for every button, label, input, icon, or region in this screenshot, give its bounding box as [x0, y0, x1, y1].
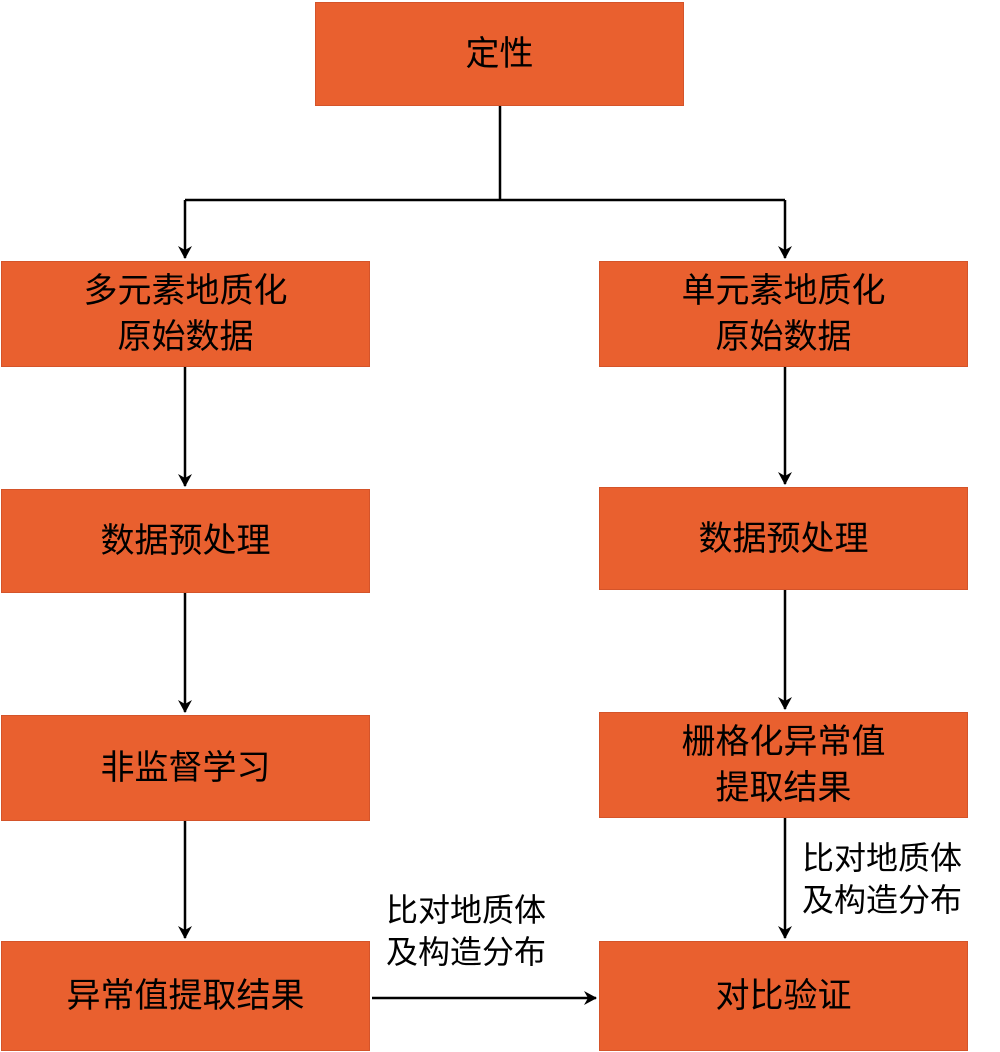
node-qualitative: 定性 [315, 2, 684, 106]
node-right-preprocessing: 数据预处理 [599, 487, 968, 590]
node-anomaly-extraction-result: 异常值提取结果 [1, 941, 370, 1051]
edge-label-right: 比对地质体 及构造分布 [802, 839, 963, 919]
node-single-element-raw-data: 单元素地质化 原始数据 [599, 261, 968, 367]
edge-label-bottom: 比对地质体 及构造分布 [386, 891, 547, 971]
node-unsupervised-learning: 非监督学习 [1, 715, 370, 821]
node-comparison-validation: 对比验证 [599, 941, 968, 1051]
node-multi-element-raw-data: 多元素地质化 原始数据 [1, 261, 370, 367]
node-raster-anomaly-result: 栅格化异常值 提取结果 [599, 712, 968, 818]
node-left-preprocessing: 数据预处理 [1, 489, 370, 593]
